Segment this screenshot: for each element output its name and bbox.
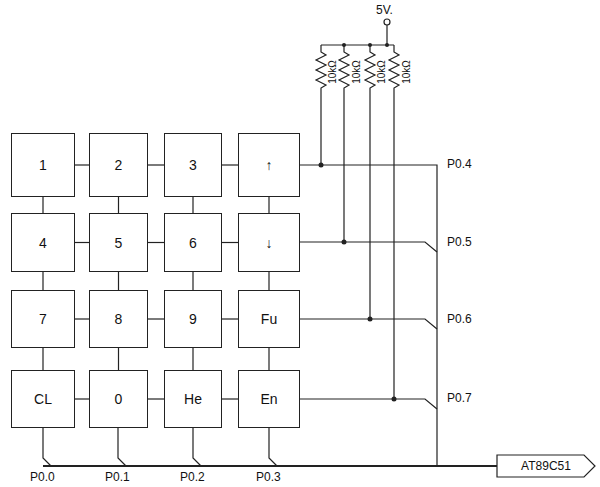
key-label: 8 bbox=[115, 311, 123, 327]
matrix-wire bbox=[192, 272, 193, 290]
key-box: 8 bbox=[89, 290, 148, 348]
key-label: He bbox=[184, 391, 202, 407]
key-box: Fu bbox=[238, 290, 300, 348]
pin-name: P0.0 bbox=[30, 471, 55, 484]
supply-label: 5V. bbox=[376, 4, 393, 17]
key-box: 0 bbox=[89, 370, 148, 428]
microcontroller-block: AT89C51 bbox=[496, 454, 596, 478]
resistor-value: 10kΩ bbox=[327, 60, 338, 84]
pin-name: P0.4 bbox=[447, 158, 472, 171]
key-box: 7 bbox=[11, 290, 75, 348]
key-label: 0 bbox=[115, 391, 123, 407]
junction-dot bbox=[319, 163, 324, 168]
supply-wire bbox=[321, 25, 394, 45]
pin-name: P0.6 bbox=[447, 313, 472, 326]
key-label: 2 bbox=[115, 157, 123, 173]
key-box: 6 bbox=[164, 213, 222, 272]
bus-wire bbox=[43, 465, 497, 467]
junction-dot bbox=[385, 43, 389, 47]
key-label: ↑ bbox=[266, 157, 273, 173]
key-label: Fu bbox=[261, 311, 277, 327]
key-label: En bbox=[260, 391, 277, 407]
key-label: 4 bbox=[39, 235, 47, 251]
key-label: 3 bbox=[189, 157, 197, 173]
resistor-symbol bbox=[389, 45, 399, 399]
junction-dot bbox=[368, 43, 372, 47]
matrix-wire bbox=[192, 348, 193, 370]
chip-name: AT89C51 bbox=[521, 459, 571, 473]
matrix-wire bbox=[268, 348, 269, 370]
matrix-wire bbox=[148, 398, 164, 399]
resistor-symbol bbox=[316, 45, 326, 165]
junction-dot bbox=[342, 240, 347, 245]
matrix-wire bbox=[75, 242, 89, 243]
matrix-wire bbox=[42, 348, 43, 370]
key-box: 5 bbox=[89, 213, 148, 272]
row-wire bbox=[300, 242, 437, 252]
matrix-wire bbox=[268, 272, 269, 290]
key-label: CL bbox=[34, 391, 52, 407]
resistor-value: 10kΩ bbox=[351, 60, 362, 84]
key-label: 9 bbox=[189, 311, 197, 327]
key-box: ↓ bbox=[238, 213, 300, 272]
key-box: 9 bbox=[164, 290, 222, 348]
key-box: CL bbox=[11, 370, 75, 428]
matrix-wire bbox=[118, 272, 119, 290]
matrix-wire bbox=[192, 197, 193, 213]
column-wire bbox=[43, 428, 277, 466]
junction-dot bbox=[368, 317, 373, 322]
pin-name: P0.7 bbox=[447, 392, 472, 405]
key-box: 4 bbox=[11, 213, 75, 272]
supply-terminal bbox=[384, 19, 390, 25]
matrix-wire bbox=[268, 197, 269, 213]
key-label: 5 bbox=[115, 235, 123, 251]
resistor-symbol bbox=[339, 45, 349, 242]
matrix-wire bbox=[222, 398, 238, 399]
key-box: ↑ bbox=[238, 133, 300, 197]
pin-name: P0.3 bbox=[256, 471, 281, 484]
key-label: 1 bbox=[39, 157, 47, 173]
key-box: He bbox=[164, 370, 222, 428]
matrix-wire bbox=[118, 197, 119, 213]
matrix-wire bbox=[42, 272, 43, 290]
matrix-wire bbox=[148, 164, 164, 165]
key-box: 1 bbox=[11, 133, 75, 197]
row-wire bbox=[300, 165, 437, 466]
matrix-wire bbox=[148, 318, 164, 319]
pin-name: P0.2 bbox=[180, 471, 205, 484]
matrix-wire bbox=[75, 398, 89, 399]
resistor-symbol bbox=[365, 45, 375, 319]
junction-dot bbox=[392, 397, 397, 402]
key-box: En bbox=[238, 370, 300, 428]
matrix-wire bbox=[118, 348, 119, 370]
matrix-wire bbox=[42, 197, 43, 213]
key-label: 7 bbox=[39, 311, 47, 327]
key-box: 2 bbox=[89, 133, 148, 197]
resistor-value: 10kΩ bbox=[376, 60, 387, 84]
key-label: 6 bbox=[189, 235, 197, 251]
resistor-value: 10kΩ bbox=[401, 60, 412, 84]
matrix-wire bbox=[148, 242, 164, 243]
key-box: 3 bbox=[164, 133, 222, 197]
matrix-wire bbox=[75, 164, 89, 165]
pin-name: P0.5 bbox=[447, 236, 472, 249]
matrix-wire bbox=[222, 164, 238, 165]
matrix-wire bbox=[222, 318, 238, 319]
matrix-wire bbox=[75, 318, 89, 319]
key-label: ↓ bbox=[266, 235, 273, 251]
junction-dot bbox=[342, 43, 346, 47]
matrix-wire bbox=[222, 242, 238, 243]
row-wire bbox=[300, 399, 437, 409]
pin-name: P0.1 bbox=[105, 471, 130, 484]
